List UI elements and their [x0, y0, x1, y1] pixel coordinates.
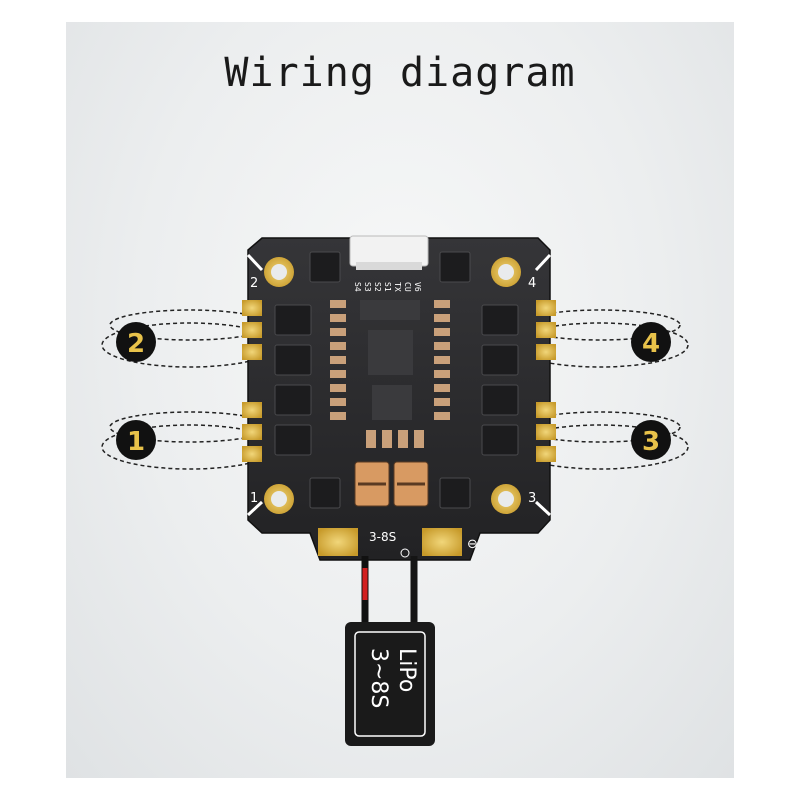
inductors: [354, 461, 429, 507]
motor-4-wire-loops: [511, 309, 689, 368]
lipo-battery: LiPo 3~8S: [345, 622, 435, 746]
motor-pads-right: [536, 300, 556, 462]
battery-cell-label: 3~8S: [366, 648, 391, 708]
svg-text:4: 4: [642, 329, 660, 359]
motor-callout-3: 3: [631, 420, 671, 460]
negative-symbol: ⊖: [467, 537, 478, 552]
svg-text:2: 2: [127, 329, 145, 359]
motor-callout-1: 1: [116, 420, 156, 460]
signal-pad-labels: S4 S3 S2 S1 TX CU V6: [353, 282, 422, 292]
motor-callout-4: 4: [631, 322, 671, 362]
signal-label-s1: S1: [383, 282, 392, 292]
svg-text:1: 1: [127, 427, 145, 457]
capacitor-pad: [400, 548, 410, 558]
battery-type-label: LiPo: [394, 648, 419, 692]
passive-components: [330, 300, 450, 448]
signal-label-v6: V6: [413, 282, 422, 292]
motor-callout-2: 2: [116, 322, 156, 362]
negative-battery-pad: [422, 528, 462, 556]
esc-board: 2 4 1 3: [242, 235, 556, 561]
corner-notches: [246, 253, 552, 517]
signal-label-s2: S2: [373, 282, 382, 292]
mounting-holes: [264, 257, 521, 514]
motor-3-wire-loops: [511, 411, 689, 470]
svg-text:3: 3: [642, 427, 660, 457]
signal-label-s4: S4: [353, 282, 362, 292]
corner-label-3: 3: [528, 491, 536, 506]
signal-label-tx: TX: [393, 282, 402, 292]
battery-wires: [361, 556, 418, 630]
positive-battery-pad: [318, 528, 358, 556]
motor-pads-left: [242, 300, 262, 462]
corner-label-1: 1: [250, 491, 258, 506]
corner-label-4: 4: [528, 276, 536, 291]
corner-label-2: 2: [250, 276, 258, 291]
signal-label-cu: CU: [403, 282, 412, 292]
page-title: Wiring diagram: [224, 50, 576, 96]
voltage-label: 3-8S: [369, 530, 396, 544]
center-chips: [360, 300, 420, 420]
mosfets: [274, 251, 519, 509]
signal-connector: [349, 235, 429, 267]
signal-label-s3: S3: [363, 282, 372, 292]
